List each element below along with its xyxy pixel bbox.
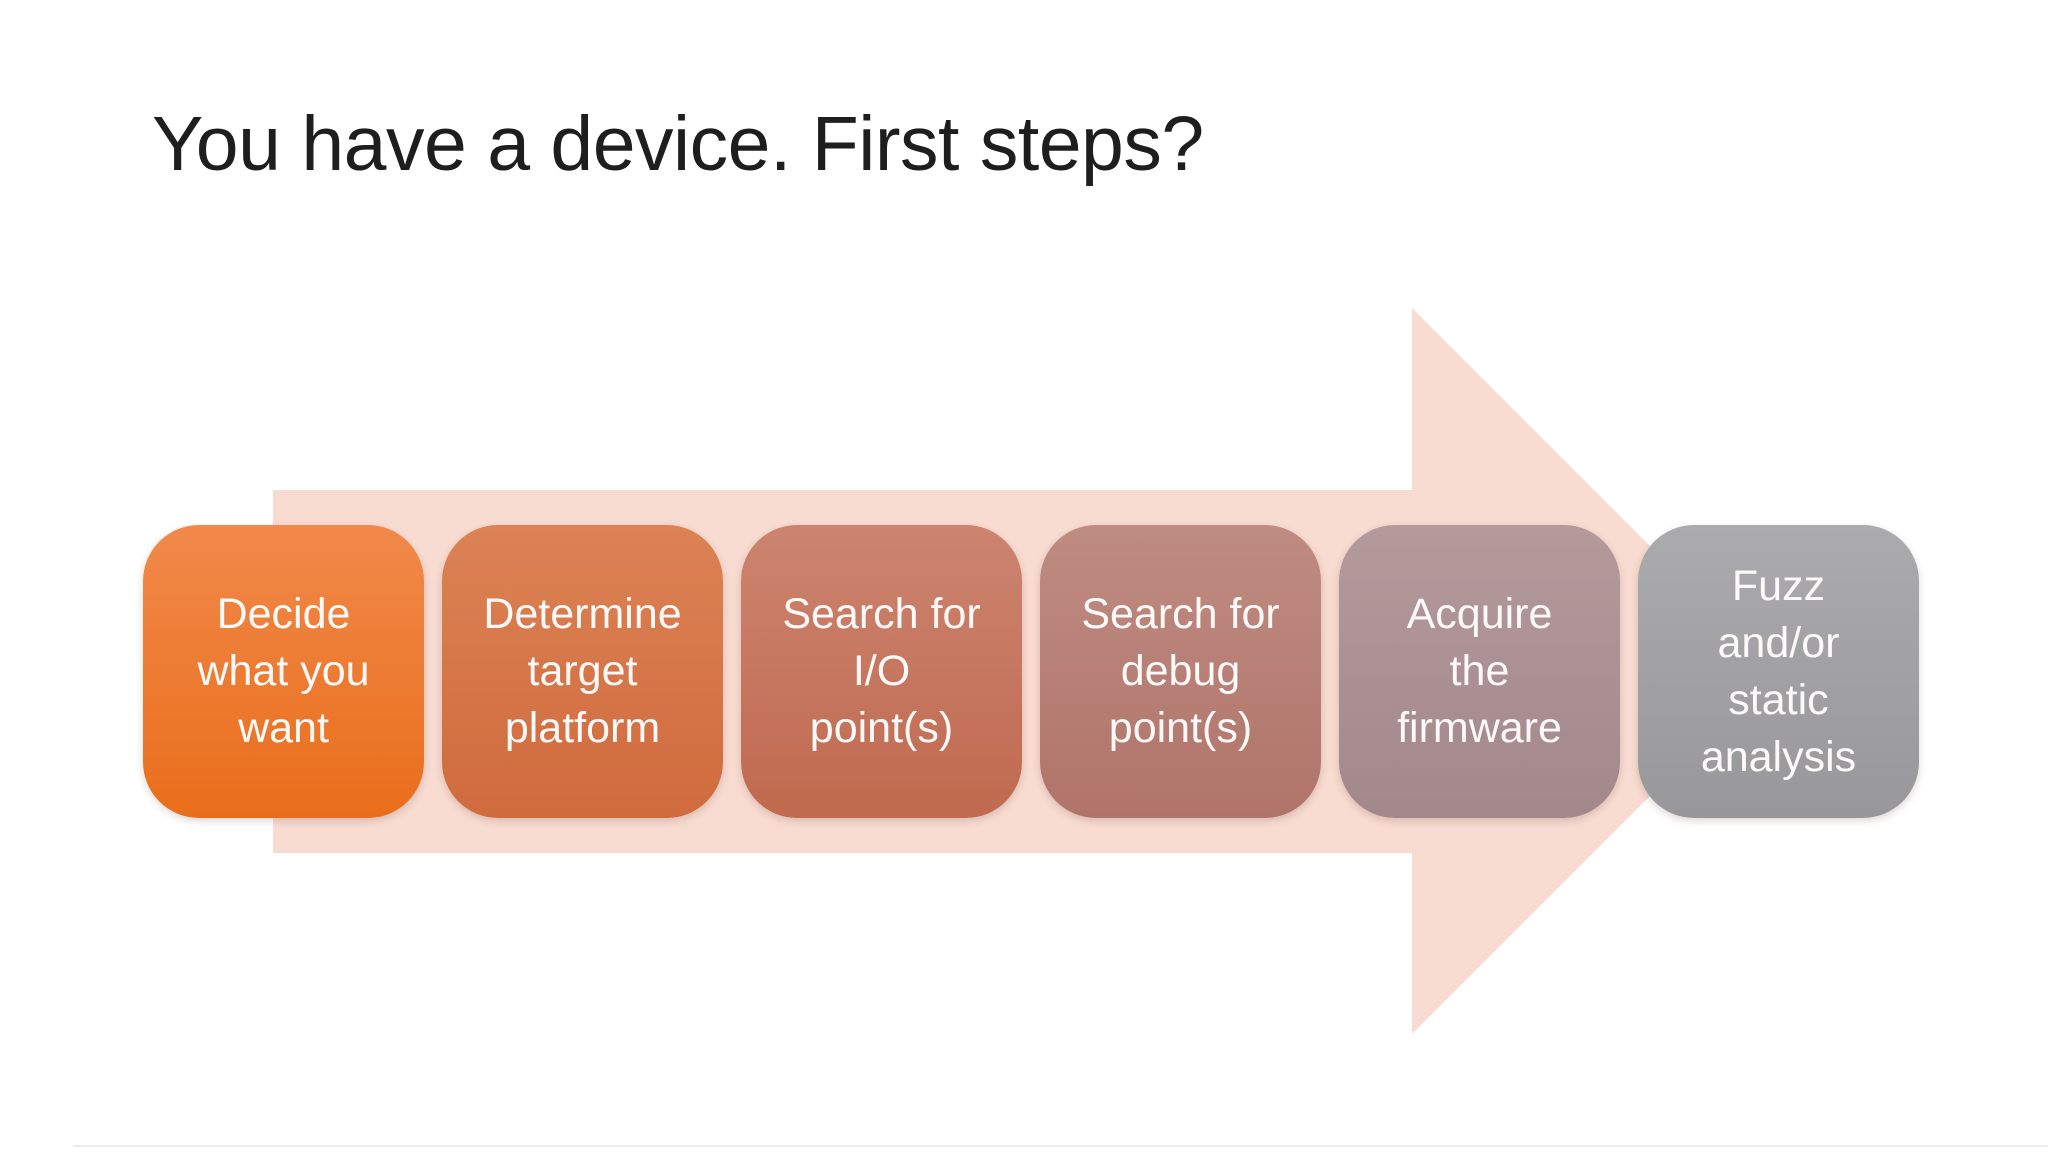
- step-label: Search for debug point(s): [1081, 590, 1280, 752]
- slide-edge-line: [73, 1145, 2048, 1147]
- step-box-search-debug-points: Search for debug point(s): [1040, 525, 1321, 818]
- step-box-fuzz-static-analysis: Fuzz and/or static analysis: [1638, 525, 1919, 818]
- step-label: Determine target platform: [483, 590, 682, 752]
- right-arrow-shape: [273, 308, 1775, 1034]
- step-label: Fuzz and/or static analysis: [1700, 561, 1857, 781]
- step-box-search-io-points: Search for I/O point(s): [741, 525, 1022, 818]
- step-label: Decide what you want: [197, 590, 370, 752]
- step-box-decide-what-you-want: Decide what you want: [143, 525, 424, 818]
- step-label: Search for I/O point(s): [782, 590, 981, 752]
- step-box-acquire-firmware: Acquire the firmware: [1339, 525, 1620, 818]
- slide-title: You have a device. First steps?: [152, 101, 1204, 187]
- step-label: Acquire the firmware: [1397, 590, 1562, 752]
- step-box-determine-target-platform: Determine target platform: [442, 525, 723, 818]
